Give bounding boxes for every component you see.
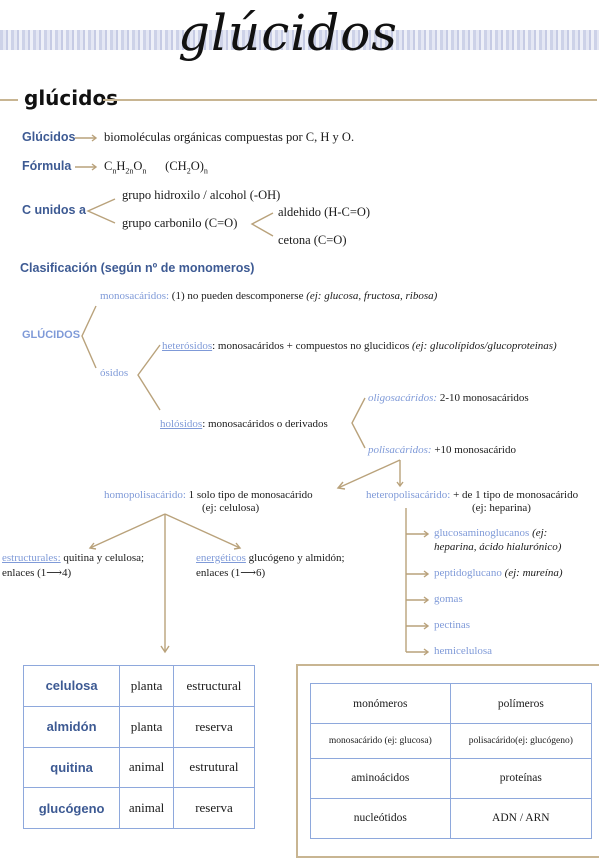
- holosidos-text: : monosacáridos o derivados: [202, 418, 328, 430]
- table-cell: glucógeno: [22, 787, 121, 829]
- peptidoglucano-label: peptidoglucano: [434, 567, 502, 579]
- table-cell: planta: [119, 665, 174, 707]
- table-row: monómeros polímeros: [310, 682, 593, 725]
- formula-expression: CnH2nOn (CH2O)n: [104, 159, 208, 176]
- heteropolisacarido-label: heteropolisacárido:: [366, 489, 451, 501]
- section-rule-right: [103, 99, 597, 101]
- table-cell: aminoácidos: [310, 757, 451, 799]
- c-unidos-label: C unidos a: [22, 203, 86, 217]
- energeticos-enlaces: enlaces (1⟶6): [196, 567, 266, 579]
- glucidos-definition: biomoléculas orgánicas compuestas por C,…: [104, 130, 355, 144]
- page-title: glúcidos: [178, 4, 398, 62]
- energeticos-row: energéticos glucógeno y almidón;: [196, 552, 345, 564]
- oligosacaridos-row: oligosacáridos: 2-10 monosacáridos: [368, 392, 529, 404]
- table-cell: animal: [119, 787, 174, 829]
- peptidoglucano-example: (ej: mureína): [504, 567, 563, 579]
- section-title: glúcidos: [24, 86, 119, 110]
- holosidos-label: holósidos: [160, 418, 203, 430]
- glucosaminoglucanos-row: glucosaminoglucanos (ej:: [434, 527, 547, 539]
- estructurales-text: quitina y celulosa;: [63, 552, 145, 564]
- glucosaminoglucanos-example-2: heparina, ácido hialurónico): [434, 541, 562, 553]
- table-row: almidón planta reserva: [22, 705, 256, 748]
- polisacaridos-text: +10 monosacárido: [434, 444, 516, 456]
- heteropolisacarido-example: (ej: heparina): [472, 502, 531, 514]
- heteropolisacarido-text: + de 1 tipo de monosacárido: [453, 489, 579, 501]
- homopolisacarido-row: homopolisacárido: 1 solo tipo de monosac…: [104, 489, 313, 501]
- gomas-label: gomas: [434, 593, 463, 605]
- polisacaridos-label: polisacáridos:: [368, 444, 432, 456]
- monosacaridos-row: monosacáridos: (1) no pueden descomponer…: [100, 290, 437, 302]
- homopolisacarido-text: 1 solo tipo de monosacárido: [188, 489, 313, 501]
- glucosaminoglucanos-example-1: (ej:: [532, 527, 548, 539]
- oligosacaridos-text: 2-10 monosacáridos: [439, 392, 529, 404]
- heterosidos-text: : monosacáridos + compuestos no glucidic…: [212, 340, 410, 352]
- table-cell: estrutural: [172, 746, 256, 789]
- table-row: monosacárido (ej: glucosa) polisacárido(…: [310, 723, 593, 759]
- osidos-label: ósidos: [100, 367, 129, 379]
- table-cell: polímeros: [449, 682, 593, 725]
- pectinas-label: pectinas: [434, 619, 471, 631]
- table-cell: nucleótidos: [310, 797, 451, 840]
- carbonilo-text: grupo carbonilo (C=O): [122, 216, 238, 230]
- table-cell: polisacárido(ej: glucógeno): [449, 723, 593, 759]
- table-cell: proteínas: [449, 757, 593, 799]
- homopolisacarido-label: homopolisacárido:: [104, 489, 186, 501]
- estructurales-enlaces: enlaces (1⟶4): [2, 567, 72, 579]
- estructurales-label: estructurales:: [2, 552, 61, 564]
- hidroxilo-text: grupo hidroxilo / alcohol (-OH): [122, 188, 281, 202]
- table-cell: monómeros: [310, 682, 451, 725]
- table-row: quitina animal estrutural: [22, 746, 256, 789]
- glucidos-table: celulosa planta estructural almidón plan…: [22, 665, 256, 829]
- table-row: aminoácidos proteínas: [310, 757, 593, 799]
- table-cell: reserva: [172, 705, 256, 748]
- header-band: [0, 30, 599, 50]
- monosacaridos-example: (ej: glucosa, fructosa, ribosa): [306, 290, 438, 302]
- formula-label: Fórmula: [22, 159, 72, 173]
- heterosidos-label: heterósidos: [162, 340, 213, 352]
- table-cell: celulosa: [22, 665, 121, 707]
- table-cell: animal: [119, 746, 174, 789]
- table-cell: reserva: [172, 787, 256, 829]
- classification-title: Clasificación (según nº de monomeros): [20, 261, 255, 275]
- table-row: glucógeno animal reserva: [22, 787, 256, 829]
- table-cell: monosacárido (ej: glucosa): [310, 723, 451, 759]
- polymer-table: monómeros polímeros monosacárido (ej: gl…: [310, 682, 593, 840]
- glucidos-root: GLÚCIDOS: [22, 329, 81, 341]
- energeticos-label: energéticos: [196, 552, 246, 564]
- energeticos-text: glucógeno y almidón;: [248, 552, 345, 564]
- table-row: celulosa planta estructural: [22, 665, 256, 707]
- peptidoglucano-row: peptidoglucano (ej: mureína): [434, 567, 563, 579]
- monosacaridos-text: (1) no pueden descomponerse: [171, 290, 304, 302]
- heterosidos-example: (ej: glucolípidos/glucoproteinas): [412, 340, 557, 352]
- aldehido-text: aldehido (H-C=O): [278, 205, 371, 219]
- table-row: nucleótidos ADN / ARN: [310, 797, 593, 840]
- polisacaridos-row: polisacáridos: +10 monosacárido: [368, 444, 516, 456]
- table-cell: planta: [119, 705, 174, 748]
- glucidos-label: Glúcidos: [22, 130, 76, 144]
- table-cell: quitina: [22, 746, 121, 789]
- hemicelulosa-label: hemicelulosa: [434, 645, 493, 657]
- homopolisacarido-example: (ej: celulosa): [202, 502, 260, 514]
- estructurales-row: estructurales: quitina y celulosa;: [2, 552, 144, 564]
- oligosacaridos-label: oligosacáridos:: [368, 392, 438, 404]
- table-cell: estructural: [172, 665, 256, 707]
- heteropolisacarido-row: heteropolisacárido: + de 1 tipo de monos…: [366, 489, 578, 501]
- section-rule-left: [0, 99, 18, 101]
- heterosidos-row: heterósidos: monosacáridos + compuestos …: [162, 340, 557, 352]
- table-cell: ADN / ARN: [449, 797, 593, 840]
- table-cell: almidón: [22, 705, 121, 748]
- glucosaminoglucanos-label: glucosaminoglucanos: [434, 527, 530, 539]
- cetona-text: cetona (C=O): [278, 233, 347, 247]
- holosidos-row: holósidos: monosacáridos o derivados: [160, 418, 328, 430]
- monosacaridos-label: monosacáridos:: [100, 290, 170, 302]
